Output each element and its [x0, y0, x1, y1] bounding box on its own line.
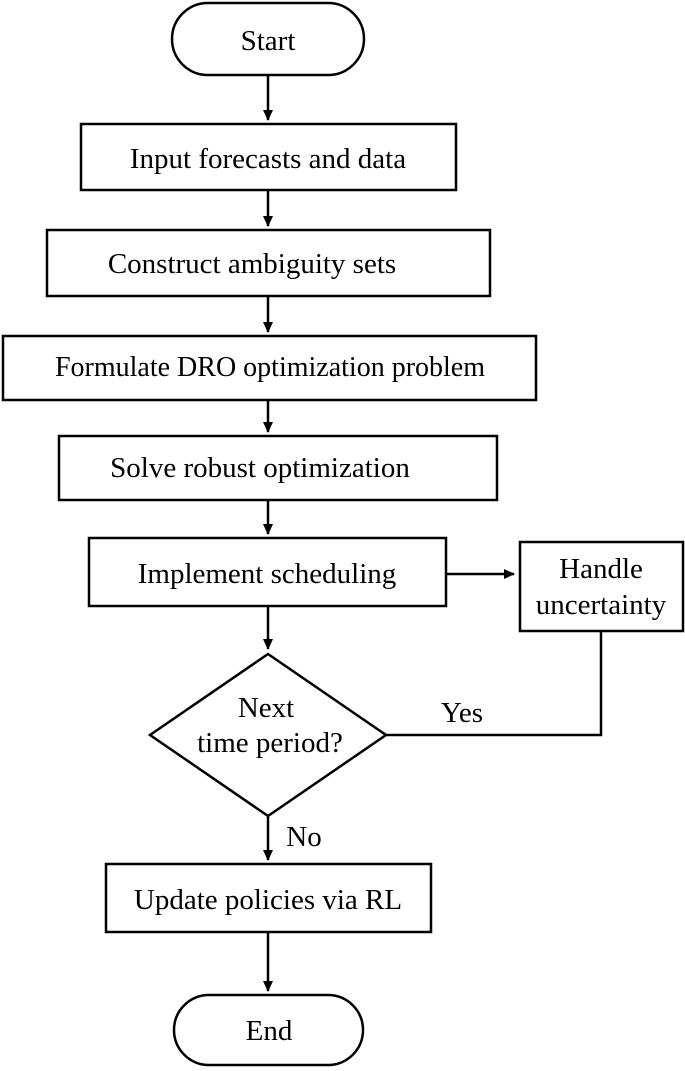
start-node: Start [170, 1, 366, 77]
formulate-dro-label: Formulate DRO optimization problem [55, 352, 485, 383]
input-forecasts-label: Input forecasts and data [130, 143, 406, 175]
start-label: Start [241, 25, 296, 57]
implement-scheduling-node: Implement scheduling [87, 536, 448, 608]
decision-line2: time period? [197, 727, 343, 759]
decision-next-period-node: Next time period? [147, 652, 389, 818]
implement-scheduling-label: Implement scheduling [138, 558, 397, 590]
end-label: End [246, 1015, 293, 1047]
handle-uncertainty-node: Handle uncertainty [518, 540, 685, 633]
update-policies-label: Update policies via RL [134, 884, 402, 916]
construct-ambiguity-label: Construct ambiguity sets [108, 248, 396, 280]
no-label: No [286, 821, 321, 853]
solve-robust-node: Solve robust optimization [57, 434, 499, 502]
construct-ambiguity-node: Construct ambiguity sets [45, 228, 492, 298]
handle-uncertainty-line2: uncertainty [536, 589, 667, 621]
yes-label: Yes [441, 697, 483, 729]
handle-uncertainty-line1: Handle [559, 553, 643, 585]
decision-line1: Next [238, 692, 294, 724]
solve-robust-label: Solve robust optimization [110, 452, 410, 484]
formulate-dro-node: Formulate DRO optimization problem [1, 334, 538, 402]
end-node: End [172, 993, 365, 1067]
yes-connector [386, 632, 603, 737]
update-policies-node: Update policies via RL [104, 862, 433, 934]
input-forecasts-node: Input forecasts and data [79, 122, 458, 192]
